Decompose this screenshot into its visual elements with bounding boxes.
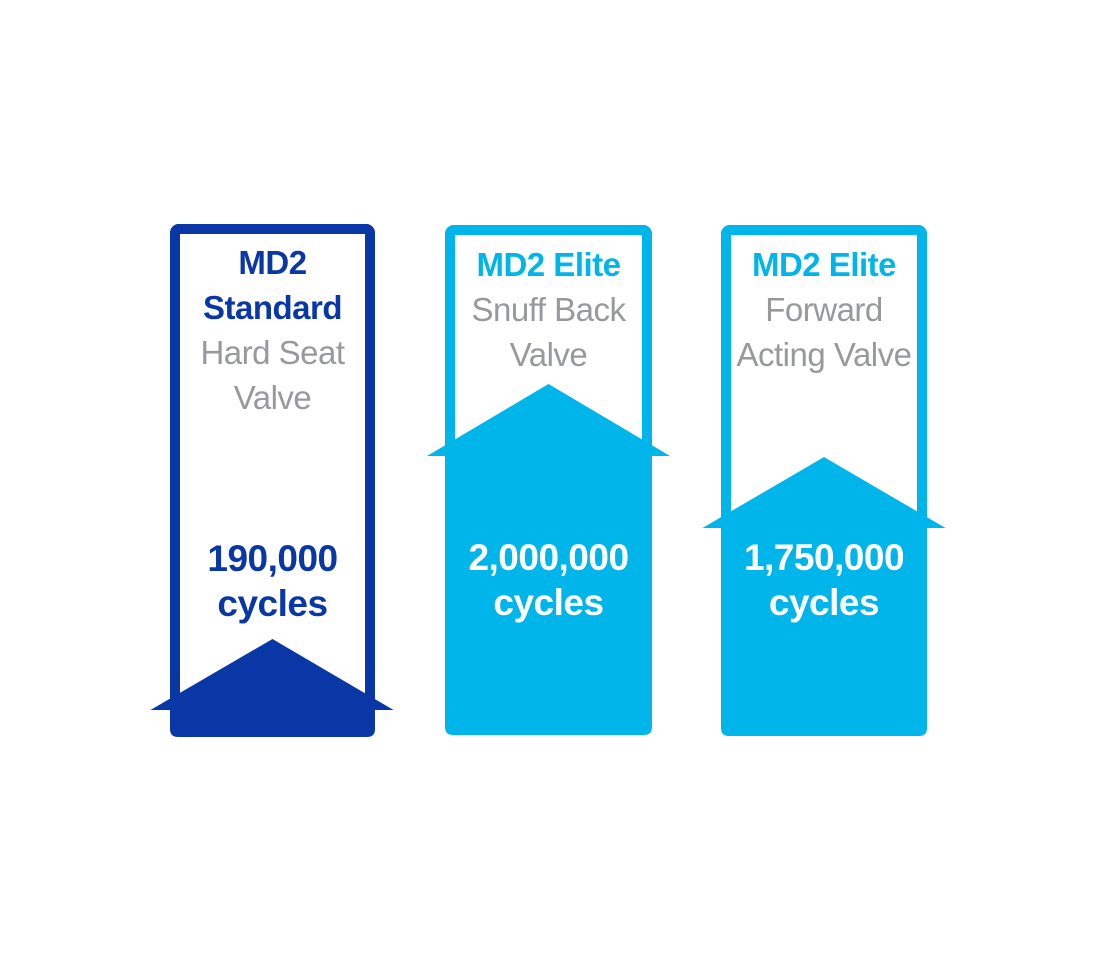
product-subtitle-line: Valve (509, 336, 588, 373)
cycles-unit: cycles (768, 582, 880, 623)
product-title-block: MD2 Standard Hard Seat Valve (170, 240, 375, 420)
up-arrow-icon (150, 639, 394, 737)
ribbon-box (445, 225, 652, 465)
product-title-block: MD2 Elite Forward Acting Valve (721, 242, 927, 377)
product-subtitle-line: Acting Valve (736, 336, 912, 373)
product-subtitle-line: Forward (765, 291, 883, 328)
product-title-line: MD2 Elite (751, 246, 897, 283)
product-title-line: MD2 Elite (476, 246, 621, 283)
cycles-value: 2,000,000 (468, 537, 629, 578)
ribbon-box (170, 224, 375, 714)
cycles-unit: cycles (493, 582, 604, 623)
up-arrow-icon (427, 384, 670, 735)
product-title-line: Standard (202, 289, 343, 326)
product-title-block: MD2 Elite Snuff Back Valve (445, 242, 652, 377)
cycles-label: 1,750,000 cycles (721, 535, 927, 625)
cycles-label: 190,000 cycles (170, 536, 375, 626)
product-subtitle-line: Snuff Back (471, 291, 627, 328)
cycles-value: 1,750,000 (743, 537, 905, 578)
product-subtitle-line: Hard Seat (200, 334, 345, 371)
product-subtitle-line: Valve (233, 379, 312, 416)
cycles-unit: cycles (217, 583, 328, 624)
up-arrow-icon (702, 457, 946, 736)
cycles-value: 190,000 (207, 538, 338, 579)
product-title-line: MD2 (238, 244, 307, 281)
ribbon-box (721, 225, 927, 560)
cycles-label: 2,000,000 cycles (445, 535, 652, 625)
